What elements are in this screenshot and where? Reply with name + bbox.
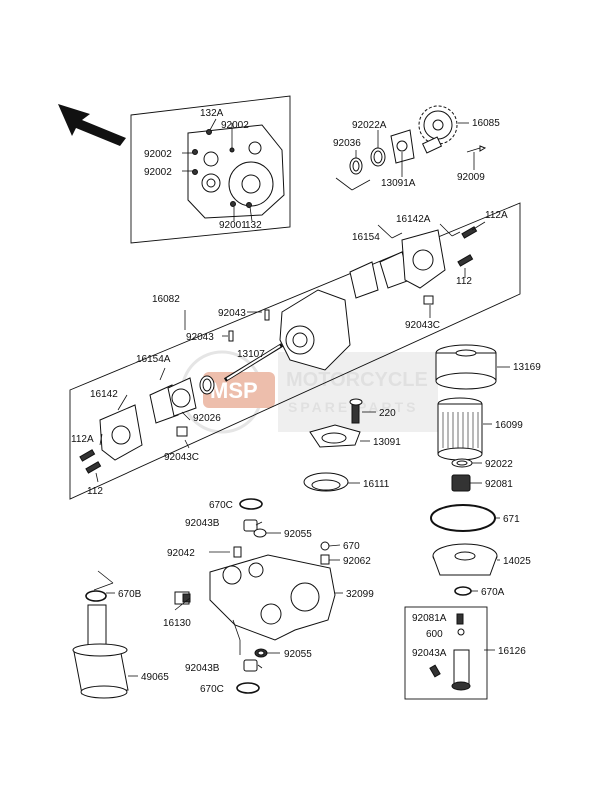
label-92002-c: 92002 (144, 167, 172, 178)
pump-internals (69, 202, 521, 500)
label-16085: 16085 (472, 118, 500, 129)
label-16130: 16130 (163, 618, 191, 629)
label-132A: 132A (200, 108, 224, 119)
label-112-top: 112 (456, 276, 472, 287)
label-16142A: 16142A (396, 214, 431, 225)
label-92055-bottom: 92055 (284, 649, 312, 660)
label-16099: 16099 (495, 420, 523, 431)
label-49065: 49065 (141, 672, 169, 683)
label-92043B-top: 92043B (185, 518, 220, 529)
label-92042: 92042 (167, 548, 195, 559)
label-16154: 16154 (352, 232, 380, 243)
watermark-logo-badge (203, 372, 275, 408)
label-670C-bottom: 670C (200, 684, 224, 695)
watermark-line1: MOTORCYCLE (286, 369, 428, 391)
oil-pipe-group (72, 570, 138, 699)
label-132: 132 (245, 220, 262, 231)
label-671: 671 (503, 514, 520, 525)
label-112-left: 112 (87, 486, 103, 497)
label-92062: 92062 (343, 556, 371, 567)
cover-assembly (130, 95, 291, 244)
label-32099: 32099 (346, 589, 374, 600)
label-92002-b: 92002 (144, 149, 172, 160)
label-13107: 13107 (237, 349, 265, 360)
label-13091A: 13091A (381, 178, 416, 189)
watermark-logo: MSP (210, 378, 258, 403)
label-92043C-left: 92043C (164, 452, 199, 463)
label-92043-a: 92043 (218, 308, 246, 319)
part-labels: 132A 92002 92002 92002 92001 132 92022A … (71, 108, 541, 695)
label-92043B-bottom: 92043B (185, 663, 220, 674)
label-670C-top: 670C (209, 500, 233, 511)
label-92055-top: 92055 (284, 529, 312, 540)
label-92022: 92022 (485, 459, 513, 470)
label-670A: 670A (481, 587, 505, 598)
label-16082: 16082 (152, 294, 180, 305)
label-670B: 670B (118, 589, 142, 600)
label-92043C-right: 92043C (405, 320, 440, 331)
label-92001: 92001 (219, 220, 247, 231)
label-670: 670 (343, 541, 360, 552)
label-13169: 13169 (513, 362, 541, 373)
label-16142: 16142 (90, 389, 118, 400)
drive-gear-group (335, 105, 487, 191)
label-92081: 92081 (485, 479, 513, 490)
strainer-group (303, 398, 376, 492)
label-14025: 14025 (503, 556, 531, 567)
label-112A-left: 112A (71, 434, 94, 445)
label-92043-b: 92043 (186, 332, 214, 343)
direction-arrow-icon (58, 104, 126, 146)
label-16126: 16126 (498, 646, 526, 657)
label-92081A: 92081A (412, 613, 447, 624)
label-92002-a: 92002 (221, 120, 249, 131)
label-92022A: 92022A (352, 120, 387, 131)
label-92026: 92026 (193, 413, 221, 424)
label-16111: 16111 (363, 479, 390, 490)
relief-valve-group (404, 606, 495, 700)
pump-housing (174, 498, 343, 694)
filter-group (430, 344, 510, 596)
label-600: 600 (426, 629, 443, 640)
label-92009: 92009 (457, 172, 485, 183)
label-220: 220 (379, 408, 396, 419)
label-13091: 13091 (373, 437, 401, 448)
label-92036: 92036 (333, 138, 361, 149)
label-92043A: 92043A (412, 648, 447, 659)
label-112A-top: 112A (485, 210, 508, 221)
label-16154A: 16154A (136, 354, 171, 365)
